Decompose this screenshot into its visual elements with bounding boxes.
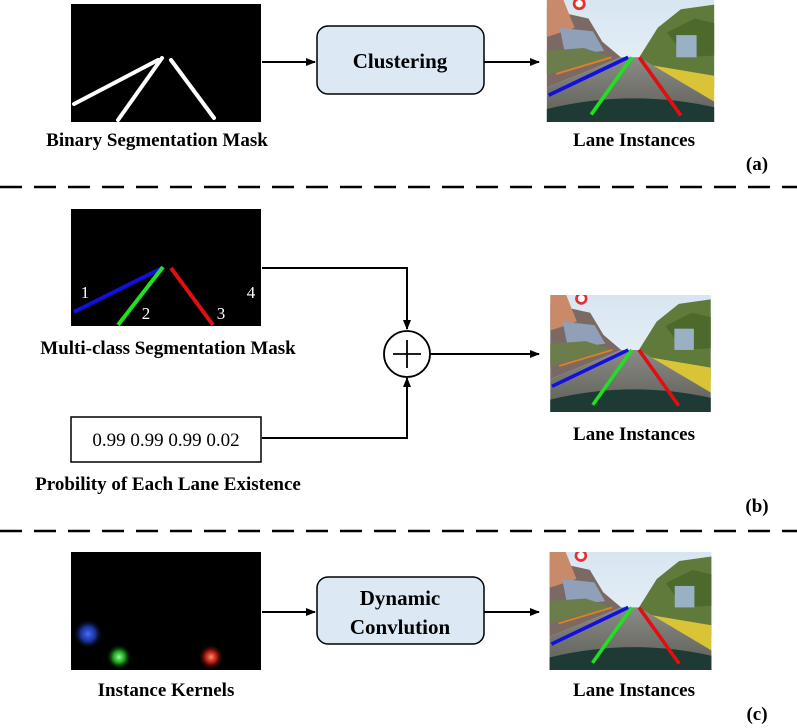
panel-b: 1 2 3 4 Multi-class Segmentation Mask 0.… xyxy=(35,209,769,517)
road-scene-image-b xyxy=(548,295,713,412)
panel-c: Dynamic Convlution Instance Kernels Lane… xyxy=(71,552,768,725)
panel-tag-a: (a) xyxy=(746,154,768,175)
mask-lane-2 xyxy=(116,56,164,122)
plus-operator xyxy=(383,330,431,378)
panel-tag-c: (c) xyxy=(746,704,767,725)
arrow-b-prob xyxy=(262,377,411,439)
clustering-label: Clustering xyxy=(353,49,448,73)
mask-lane-blue xyxy=(73,266,163,314)
lane-instances-caption-a: Lane Instances xyxy=(573,130,695,151)
panel-a: Clustering Binary Segmentation Mask Lane… xyxy=(46,0,768,175)
instance-kernels-caption: Instance Kernels xyxy=(98,680,235,701)
dynamic-convolution-box xyxy=(316,576,485,645)
lane-number-1: 1 xyxy=(81,283,90,302)
binary-mask-caption: Binary Segmentation Mask xyxy=(46,130,268,151)
lane-instances-caption-c: Lane Instances xyxy=(573,680,695,701)
clustering-box xyxy=(316,25,485,95)
dynamic-convolution-label-1: Dynamic xyxy=(360,586,441,610)
lane-number-3: 3 xyxy=(217,304,226,323)
dynamic-convolution-label-2: Convlution xyxy=(350,615,451,639)
multiclass-mask-image xyxy=(71,209,261,326)
road-scene-image-a xyxy=(544,0,717,122)
probability-caption: Probility of Each Lane Existence xyxy=(35,474,301,495)
binary-mask-lanes xyxy=(72,56,216,122)
lane-number-2: 2 xyxy=(142,304,151,323)
kernel-blue xyxy=(73,619,103,649)
kernel-red xyxy=(198,644,224,670)
panel-tag-b: (b) xyxy=(745,496,768,517)
mask-lane-3 xyxy=(169,58,216,120)
lane-instances-caption-b: Lane Instances xyxy=(573,424,695,445)
instance-kernels-image xyxy=(71,552,261,670)
mask-lane-green xyxy=(116,265,165,327)
probability-values: 0.99 0.99 0.99 0.02 xyxy=(92,430,239,451)
lane-number-4: 4 xyxy=(247,283,256,302)
binary-mask-image xyxy=(71,4,261,122)
mask-lane-red xyxy=(169,266,215,327)
probability-box xyxy=(70,416,262,463)
kernel-green xyxy=(106,644,132,670)
road-scene-image-c xyxy=(547,552,714,670)
multiclass-mask-caption: Multi-class Segmentation Mask xyxy=(40,338,296,359)
mask-lane-1 xyxy=(72,58,160,106)
arrow-b-mask xyxy=(262,267,411,330)
